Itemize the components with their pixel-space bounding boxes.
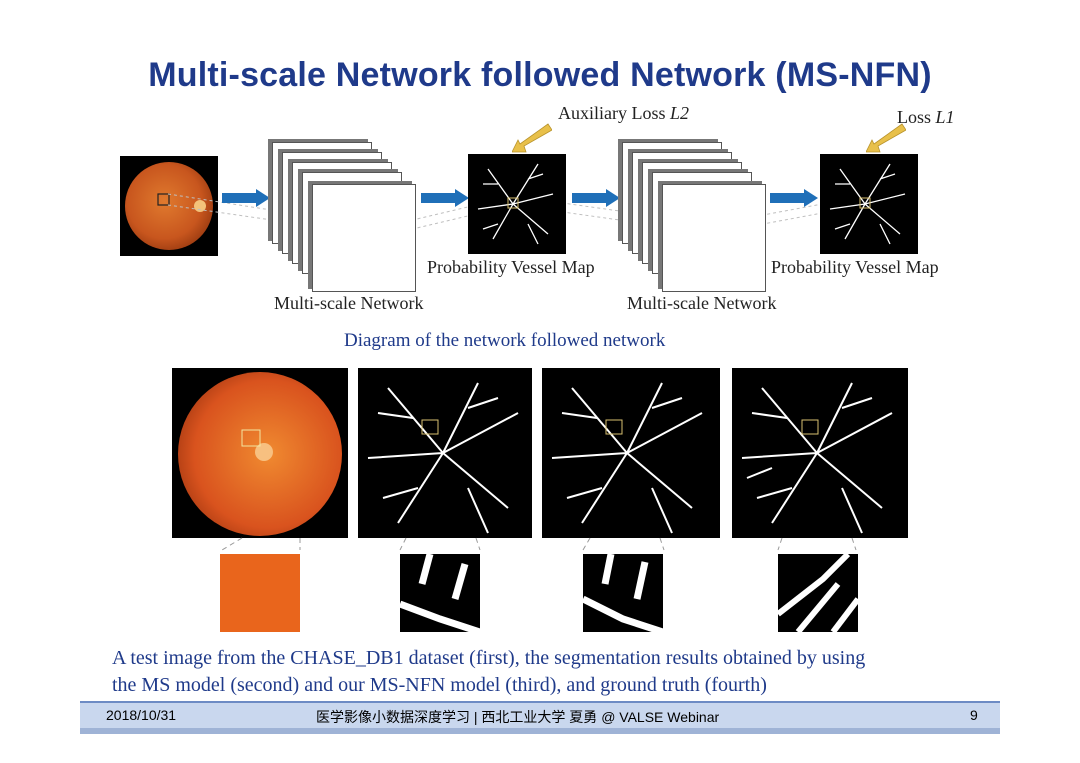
results-caption-line-1: A test image from the CHASE_DB1 dataset … xyxy=(112,647,866,669)
probability-map-label-1: Probability Vessel Map xyxy=(427,257,595,277)
multiscale-network-label-2: Multi-scale Network xyxy=(627,293,777,313)
test-fundus-image xyxy=(172,368,348,538)
multiscale-network-label-1: Multi-scale Network xyxy=(274,293,424,313)
zoomed-fundus-patch xyxy=(220,554,300,632)
layer xyxy=(662,184,766,292)
multiscale-network-stack-1 xyxy=(272,142,422,292)
segmentation-image xyxy=(551,382,703,534)
segmentation-image xyxy=(741,382,893,534)
probability-vessel-map-2 xyxy=(820,154,918,254)
zoomed-ms-patch xyxy=(398,553,482,636)
patch-image xyxy=(398,553,482,636)
results-caption: A test image from the CHASE_DB1 dataset … xyxy=(112,645,992,699)
footer-center-text: 医学影像小数据深度学习 | 西北工业大学 夏勇 @ VALSE Webinar xyxy=(316,709,720,725)
zoomed-ground-truth-patch xyxy=(776,551,861,634)
fundus-thumbnail xyxy=(125,162,213,250)
vessel-map-image xyxy=(829,163,906,245)
vessel-map-image xyxy=(477,163,554,245)
zoom-guide-lines xyxy=(221,537,857,551)
footer-page-number: 9 xyxy=(970,707,978,723)
results-caption-line-2: the MS model (second) and our MS-NFN mod… xyxy=(112,674,767,696)
input-fundus-image xyxy=(120,156,218,256)
loss-arrow-icon xyxy=(866,123,906,153)
segmentation-image xyxy=(367,382,519,534)
zoomed-ms-nfn-patch xyxy=(581,553,665,636)
auxiliary-loss-arrow-icon xyxy=(512,123,552,153)
multiscale-network-stack-2 xyxy=(622,142,772,292)
auxiliary-loss-text: Auxiliary Loss xyxy=(558,103,666,123)
probability-map-label-2: Probability Vessel Map xyxy=(771,257,939,277)
auxiliary-loss-symbol: L2 xyxy=(670,103,690,123)
footer-date: 2018/10/31 xyxy=(106,707,177,723)
ms-nfn-model-result xyxy=(542,368,720,538)
slide-title: Multi-scale Network followed Network (MS… xyxy=(148,56,932,94)
ground-truth-result xyxy=(732,368,908,538)
patch-image xyxy=(776,551,861,634)
flow-arrow-3 xyxy=(572,189,620,207)
loss-label: Loss L1 xyxy=(897,107,955,128)
network-diagram: Auxiliary Loss L2 Loss L1 Probability Ve… xyxy=(0,0,1080,360)
layer xyxy=(312,184,416,292)
flow-arrow-2 xyxy=(421,189,469,207)
diagram-caption: Diagram of the network followed network xyxy=(344,330,666,351)
flow-arrow-1 xyxy=(222,189,270,207)
loss-symbol: L1 xyxy=(935,107,955,127)
results-row xyxy=(0,360,1080,640)
auxiliary-loss-label: Auxiliary Loss L2 xyxy=(558,103,689,124)
patch-image xyxy=(581,553,665,636)
footer-shadow xyxy=(80,728,1000,734)
flow-arrow-4 xyxy=(770,189,818,207)
ms-model-result xyxy=(358,368,532,538)
fundus-image xyxy=(178,372,342,536)
slide-footer: 2018/10/31 医学影像小数据深度学习 | 西北工业大学 夏勇 @ VAL… xyxy=(80,701,1000,730)
probability-vessel-map-1 xyxy=(468,154,566,254)
loss-text: Loss xyxy=(897,107,932,127)
